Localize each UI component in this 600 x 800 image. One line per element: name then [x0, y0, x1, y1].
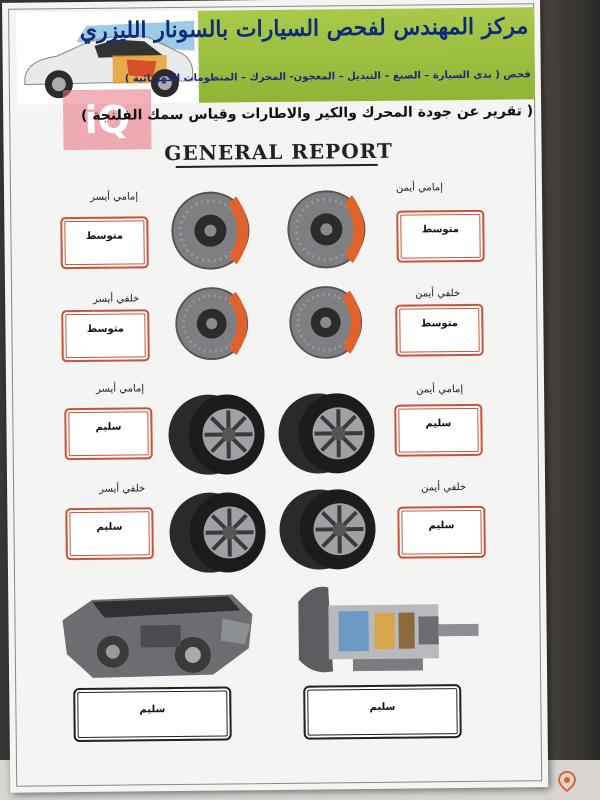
tire-rear-right-label: خلفي أيمن: [421, 481, 467, 494]
tire-rear-left-label: خلفي أيسر: [99, 483, 146, 495]
tire-icon: [169, 492, 266, 573]
brake-rear-left-value: متوسط: [86, 323, 125, 335]
brake-rear-right-label: خلفي أيمن: [415, 288, 461, 300]
brake-disc-icon: [171, 191, 250, 270]
brake-disc-icon: [175, 287, 249, 360]
tire-rear-left-value: سليم: [96, 521, 123, 533]
engine-status-box: سليم: [73, 686, 232, 743]
brake-disc-icon: [287, 190, 366, 269]
engine-icon: [62, 594, 253, 678]
tire-front-right-value: سليم: [425, 418, 452, 430]
gearbox-icon: [298, 586, 479, 673]
brake-front-left-label: إمامي أيسر: [89, 191, 139, 203]
tire-front-right-label: إمامي أيمن: [416, 384, 464, 396]
header-banner: مركز المهندس لفحص السيارات بالسونار اللي…: [79, 7, 536, 103]
gearbox-status-value: سليم: [369, 701, 396, 714]
tire-front-left-box: سليم: [64, 407, 153, 461]
report-title: GENERAL REPORT: [164, 138, 393, 166]
services-line: فحص ( بدي السيارة – الصبغ – التبديل – ال…: [124, 69, 531, 85]
tire-front-left-label: إمامي أيسر: [96, 383, 145, 395]
brake-front-right-box: متوسط: [396, 209, 485, 263]
tire-front-left-value: سليم: [95, 421, 122, 433]
brake-front-right-label: إمامي أيمن: [395, 182, 444, 194]
report-sheet: مركز المهندس لفحص السيارات بالسونار اللي…: [2, 0, 549, 793]
gearbox-status-box: سليم: [303, 684, 462, 740]
tire-rear-left-box: سليم: [65, 507, 154, 561]
brake-rear-left-box: متوسط: [61, 309, 150, 363]
engine-status-value: سليم: [139, 704, 166, 716]
brake-front-right-value: متوسط: [421, 224, 460, 236]
tire-icon: [278, 393, 375, 474]
tire-rear-right-box: سليم: [397, 505, 486, 559]
brake-front-left-value: متوسط: [85, 230, 124, 242]
brake-front-left-box: متوسط: [60, 216, 149, 270]
brake-rear-left-label: خلفي أيسر: [93, 293, 140, 305]
background-right: [540, 0, 600, 800]
tire-front-right-box: سليم: [394, 403, 483, 457]
location-pin-icon: [557, 770, 577, 792]
tire-icon: [168, 394, 265, 475]
tire-rear-right-value: سليم: [428, 520, 455, 532]
brake-rear-right-value: متوسط: [420, 318, 459, 330]
brake-disc-icon: [289, 286, 363, 359]
brake-rear-right-box: متوسط: [395, 303, 484, 357]
center-name: مركز المهندس لفحص السيارات بالسونار اللي…: [79, 13, 529, 45]
tire-icon: [279, 489, 376, 570]
